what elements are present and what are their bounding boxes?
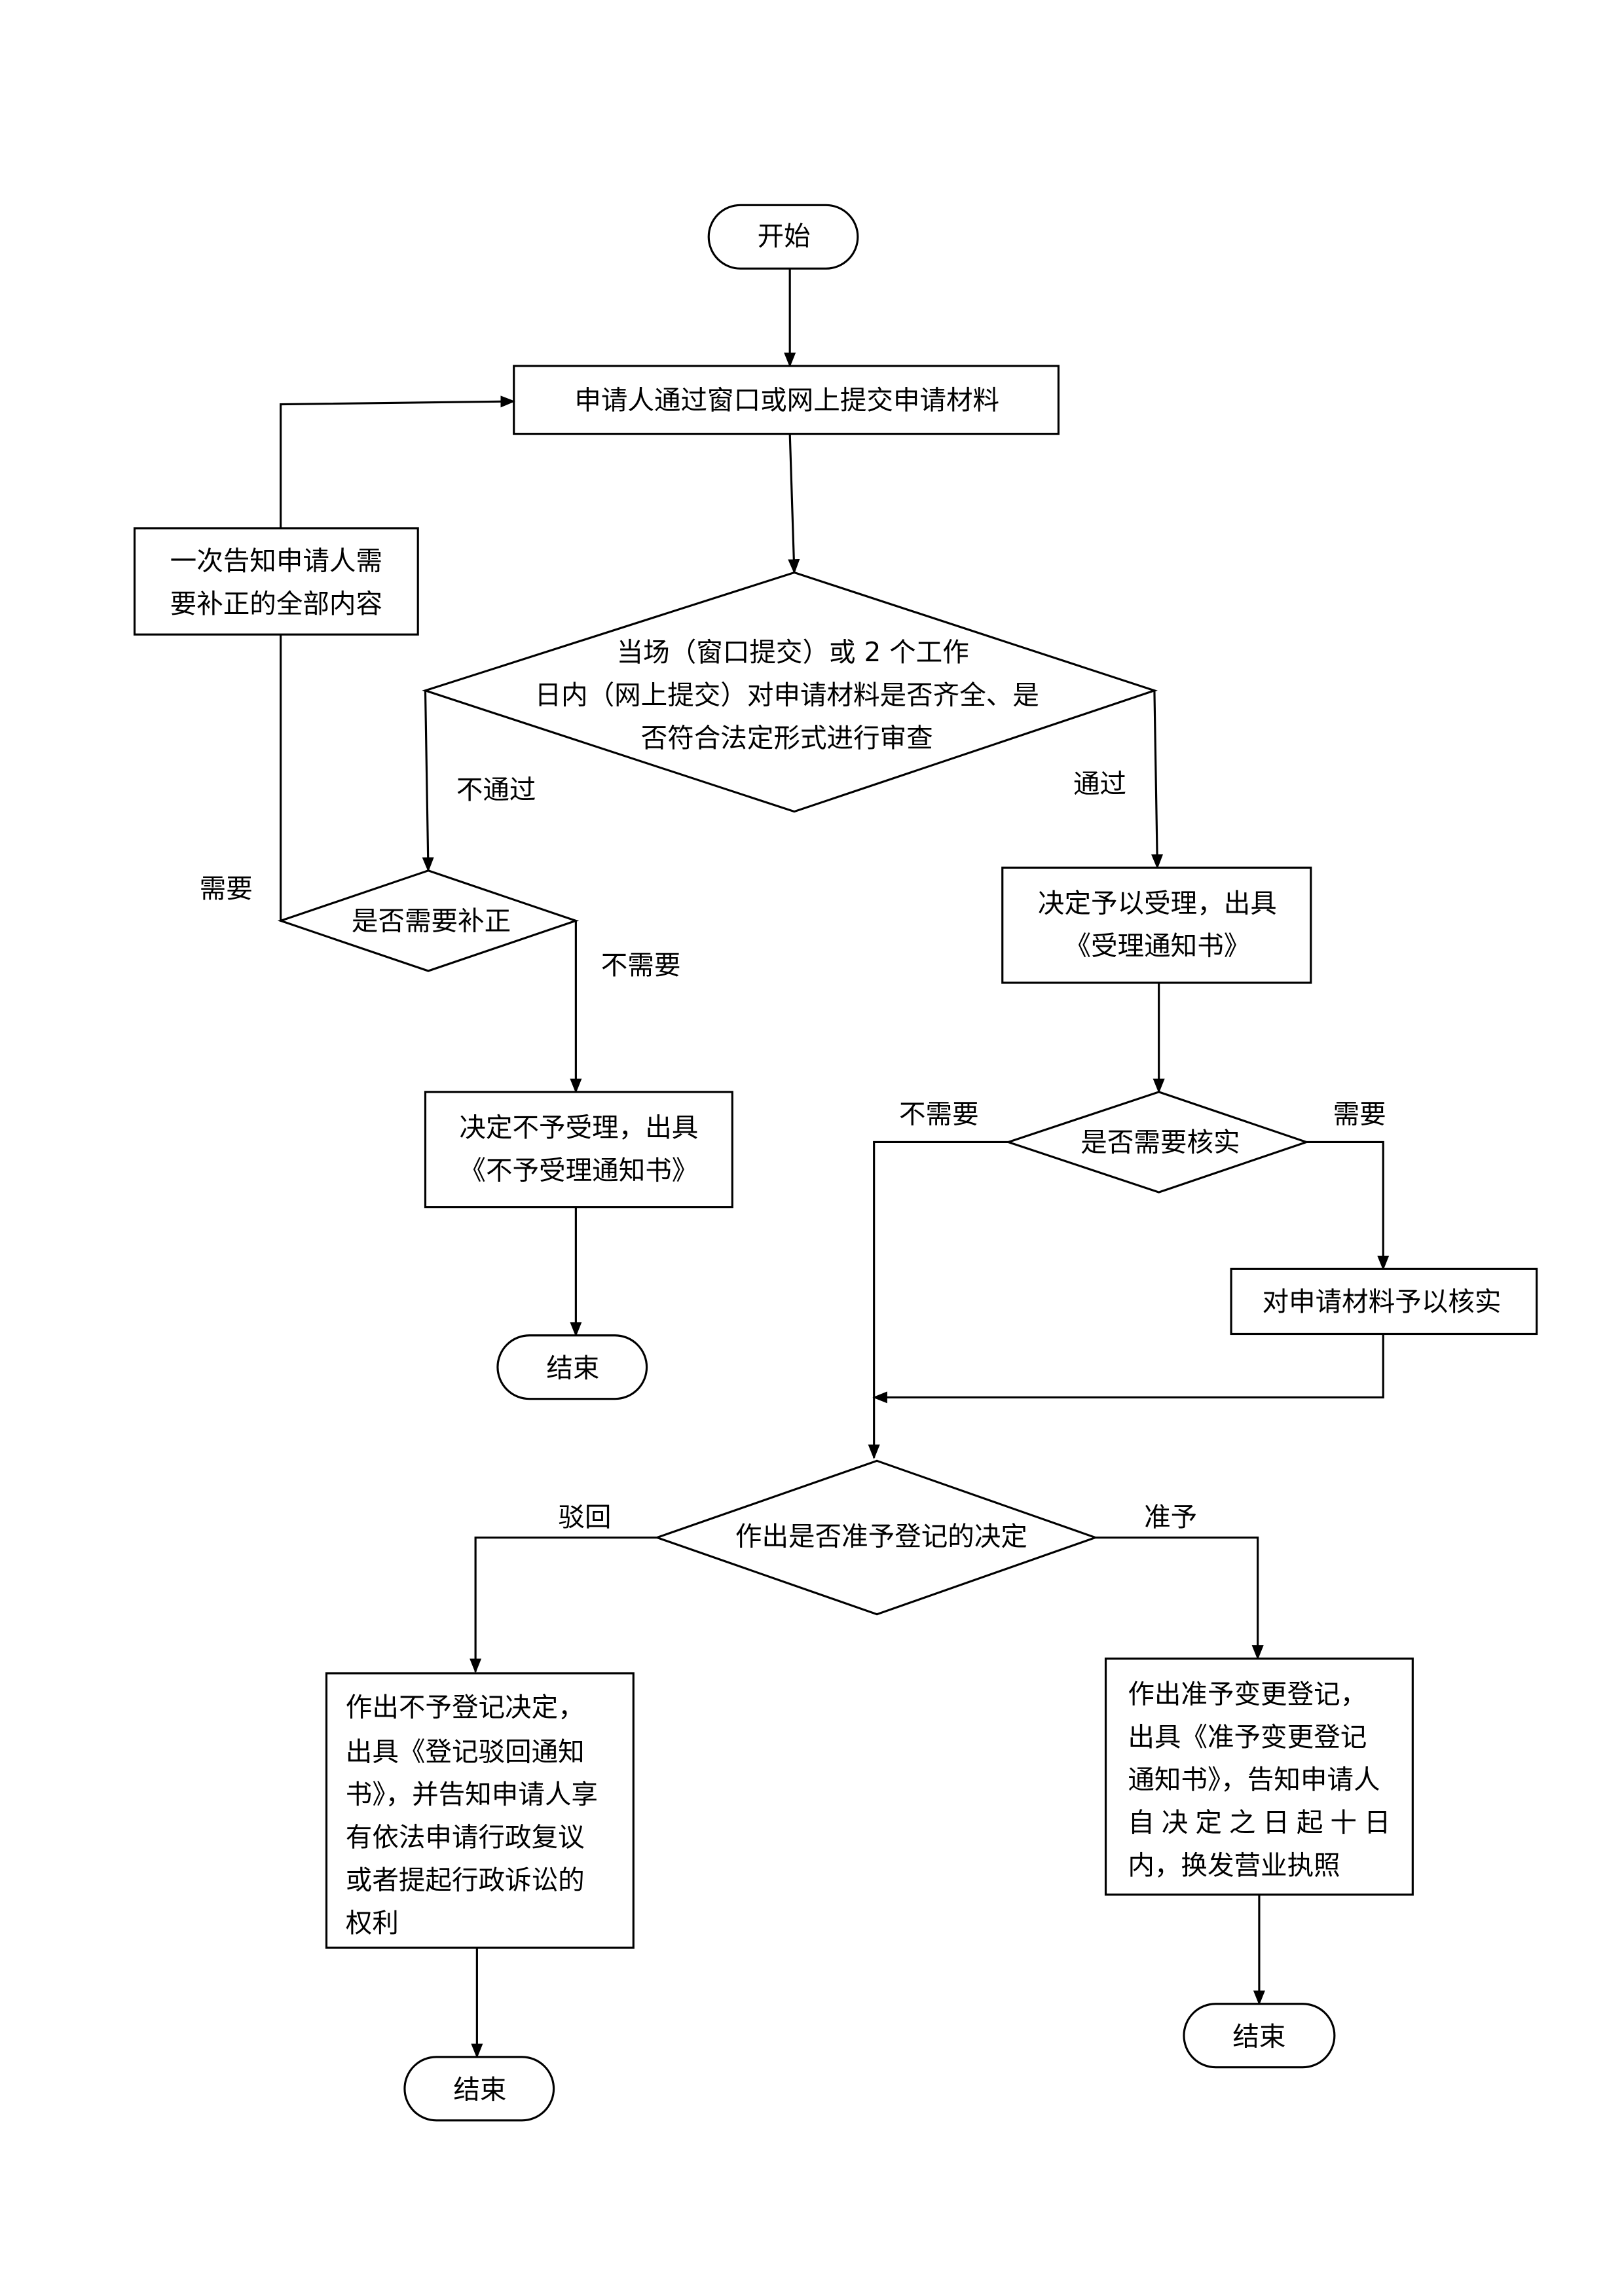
review-diamond: 当场（窗口提交）或 2 个工作 日内（网上提交）对申请材料是否齐全、是 否符合法… xyxy=(422,571,1158,813)
reject-register-line: 有依法申请行政复议 xyxy=(346,1821,585,1853)
review-pass-label: 通过 xyxy=(1073,768,1126,799)
approve-register-line: 作出准予变更登记， xyxy=(1128,1678,1367,1709)
start-label: 开始 xyxy=(758,221,811,252)
need-verify-diamond: 是否需要核实 xyxy=(1005,1091,1310,1194)
decision-diamond: 作出是否准予登记的决定 xyxy=(654,1459,1099,1616)
submit-box: 申请人通过窗口或网上提交申请材料 xyxy=(513,365,1060,435)
arrow xyxy=(470,1536,657,1673)
review-fail-label: 不通过 xyxy=(456,774,536,805)
arrow xyxy=(788,433,800,574)
decision-approve-label: 准予 xyxy=(1144,1501,1197,1533)
end-node: 结束 xyxy=(1183,2003,1336,2069)
verify-box: 对申请材料予以核实 xyxy=(1230,1267,1538,1336)
accept-line: 决定予以受理，出具 xyxy=(1038,887,1277,919)
need-verify-no-label: 不需要 xyxy=(899,1099,979,1130)
need-fix-diamond: 是否需要补正 xyxy=(277,869,580,972)
need-verify-label: 是否需要核实 xyxy=(1080,1126,1240,1157)
reject-register-line: 作出不予登记决定， xyxy=(346,1692,585,1723)
need-fix-label: 是否需要补正 xyxy=(352,905,511,936)
arrow xyxy=(1306,1140,1390,1271)
start-node: 开始 xyxy=(707,204,859,270)
review-line: 当场（窗口提交）或 2 个工作 xyxy=(617,636,969,668)
submit-label: 申请人通过窗口或网上提交申请材料 xyxy=(574,384,999,416)
need-fix-yes-label: 需要 xyxy=(200,873,253,904)
accept-line: 《受理通知书》 xyxy=(1064,930,1250,962)
reject-accept-line: 决定不予受理，出具 xyxy=(459,1112,698,1143)
arrow xyxy=(868,1140,1008,1460)
reject-register-line: 权利 xyxy=(346,1907,399,1939)
reject-register-line: 出具《登记驳回通知 xyxy=(346,1736,585,1767)
approve-register-line: 出具《准予变更登记 xyxy=(1128,1721,1367,1753)
review-line: 日内（网上提交）对申请材料是否齐全、是 xyxy=(534,680,1039,711)
end-label: 结束 xyxy=(546,1352,599,1383)
reject-accept-box: 决定不予受理，出具 《不予受理通知书》 xyxy=(424,1091,733,1209)
arrow xyxy=(280,395,515,528)
notify-fix-line: 一次告知申请人需 xyxy=(170,545,382,576)
approve-register-box: 作出准予变更登记， 出具《准予变更登记 通知书》，告知申请人 自决定之日起十日 … xyxy=(1104,1657,1414,1896)
arrow xyxy=(422,690,434,873)
end-node: 结束 xyxy=(496,1334,648,1400)
end-label: 结束 xyxy=(453,2073,506,2105)
decision-label: 作出是否准予登记的决定 xyxy=(735,1520,1027,1552)
notify-fix-line: 要补正的全部内容 xyxy=(170,588,382,619)
approve-register-line: 内，换发营业执照 xyxy=(1128,1850,1340,1881)
need-verify-yes-label: 需要 xyxy=(1333,1099,1386,1130)
reject-accept-line: 《不予受理通知书》 xyxy=(459,1154,698,1186)
notify-fix-box: 一次告知申请人需 要补正的全部内容 xyxy=(133,527,419,636)
decision-reject-label: 驳回 xyxy=(558,1501,611,1533)
verify-label: 对申请材料予以核实 xyxy=(1263,1286,1502,1317)
need-fix-no-label: 不需要 xyxy=(601,949,681,981)
end-label: 结束 xyxy=(1232,2020,1285,2052)
approve-register-line: 通知书》，告知申请人 xyxy=(1128,1764,1380,1795)
arrow xyxy=(1095,1536,1264,1660)
arrow xyxy=(1151,690,1164,869)
end-node: 结束 xyxy=(403,2056,555,2122)
arrow xyxy=(872,1334,1384,1404)
review-line: 否符合法定形式进行审查 xyxy=(641,722,933,754)
accept-box: 决定予以受理，出具 《受理通知书》 xyxy=(1001,866,1312,984)
reject-register-line: 或者提起行政诉讼的 xyxy=(346,1864,585,1895)
reject-register-box: 作出不予登记决定， 出具《登记驳回通知 书》，并告知申请人享 有依法申请行政复议… xyxy=(325,1672,635,1949)
reject-register-line: 书》，并告知申请人享 xyxy=(346,1779,598,1810)
